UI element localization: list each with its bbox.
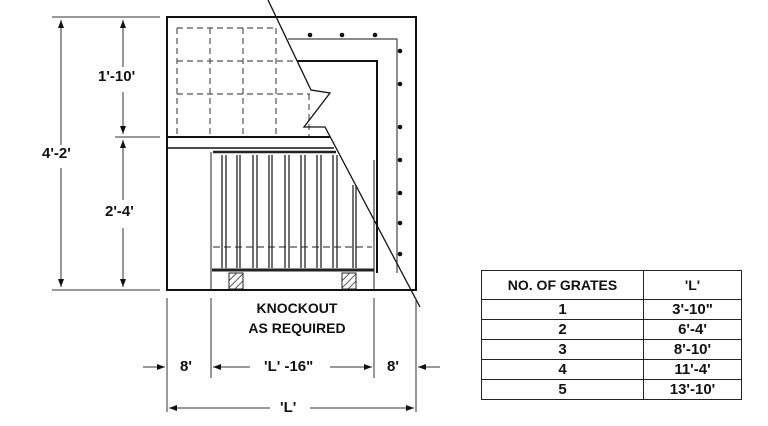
header-no-of-grates: NO. OF GRATES [481, 270, 644, 300]
dim-knockout-width: 'L' -16" [262, 358, 316, 376]
cell-length: 8'-10' [643, 339, 742, 360]
knockout-note: KNOCKOUT AS REQUIRED [222, 298, 372, 338]
cell-grates: 3 [481, 339, 644, 360]
horizontal-dimensions [143, 298, 440, 412]
cell-grates: 5 [481, 379, 644, 400]
cell-length: 3'-10" [643, 299, 742, 320]
dim-upper-height: 1'-10' [96, 68, 138, 86]
basin-outline [166, 16, 417, 291]
cell-grates: 4 [481, 359, 644, 380]
table-row: 3 8'-10' [481, 339, 742, 360]
dashed-grid [176, 27, 310, 137]
dim-lower-height: 2'-4' [103, 203, 136, 221]
support-left [228, 272, 244, 290]
header-length: 'L' [643, 270, 742, 300]
note-line-1: KNOCKOUT [256, 300, 338, 316]
rebar-dots [307, 32, 403, 257]
vertical-dimensions [52, 16, 160, 291]
dim-overall-height: 4'-2' [40, 145, 73, 163]
table-header-row: NO. OF GRATES 'L' [481, 270, 742, 300]
grates-table: NO. OF GRATES 'L' 1 3'-10" 2 6'-4' 3 8'-… [481, 270, 742, 400]
break-line [267, 0, 421, 308]
grate [210, 150, 375, 290]
note-line-2: AS REQUIRED [248, 320, 346, 336]
cell-length: 11'-4' [643, 359, 742, 380]
dim-left-wall: 8' [178, 358, 194, 376]
cell-length: 6'-4' [643, 319, 742, 340]
table-row: 4 11'-4' [481, 359, 742, 380]
table-row: 1 3'-10" [481, 299, 742, 320]
cell-length: 13'-10' [643, 379, 742, 400]
cell-grates: 2 [481, 319, 644, 340]
cell-grates: 1 [481, 299, 644, 320]
table-row: 5 13'-10' [481, 379, 742, 400]
support-right [341, 272, 357, 290]
dim-overall-length: 'L' [278, 399, 299, 417]
dim-right-wall: 8' [385, 358, 401, 376]
table-row: 2 6'-4' [481, 319, 742, 340]
